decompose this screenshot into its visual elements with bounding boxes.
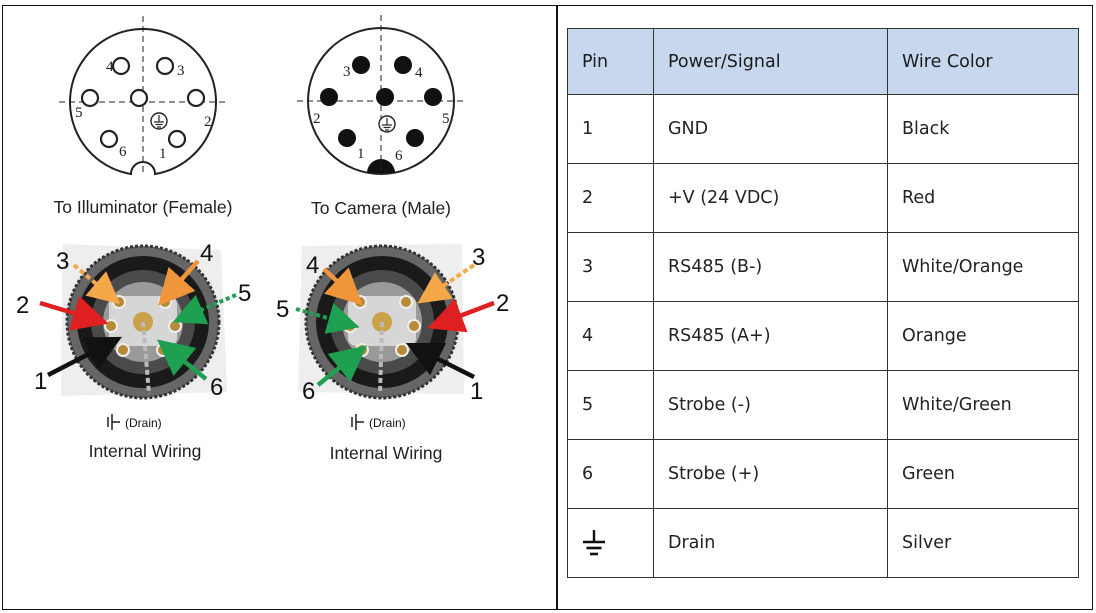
wire-color-cell: Black bbox=[887, 94, 1079, 164]
panel-divider bbox=[556, 5, 558, 610]
ground-icon bbox=[583, 530, 605, 556]
signal-cell: +V (24 VDC) bbox=[653, 163, 888, 233]
male-pin-5-label: 5 bbox=[442, 111, 450, 127]
table-row: 5 Strobe (-) White/Green bbox=[567, 370, 1079, 440]
illuminator-caption: To Illuminator (Female) bbox=[54, 197, 233, 217]
wiring-caption-left: Internal Wiring bbox=[89, 441, 202, 461]
wire-color-cell: Red bbox=[887, 163, 1079, 233]
right-wire-pin-5: 5 bbox=[276, 296, 289, 323]
ground-icon bbox=[150, 112, 168, 130]
right-wire-pin-1: 1 bbox=[470, 378, 483, 405]
wire-color-cell: Silver bbox=[887, 508, 1079, 578]
table-row: 3 RS485 (B-) White/Orange bbox=[567, 232, 1079, 302]
table-row: 2 +V (24 VDC) Red bbox=[567, 163, 1079, 233]
drain-label-right: (Drain) bbox=[369, 416, 406, 430]
table-row: 4 RS485 (A+) Orange bbox=[567, 301, 1079, 371]
table-row: Drain Silver bbox=[567, 508, 1079, 578]
wire-color-column-header: Wire Color bbox=[887, 28, 1079, 95]
female-pin-1-label: 1 bbox=[159, 146, 167, 162]
left-wire-pin-5: 5 bbox=[238, 280, 251, 307]
camera-internal-wiring bbox=[298, 244, 464, 400]
male-connector-face: 3 4 2 5 1 6 bbox=[297, 15, 465, 175]
pin-cell: 2 bbox=[567, 163, 654, 233]
wire-color-cell: White/Green bbox=[887, 370, 1079, 440]
wire-color-cell: White/Orange bbox=[887, 232, 1079, 302]
connector-diagram-svg: 4 3 5 2 6 1 To Illuminator (Female) bbox=[16, 15, 509, 463]
male-pin-6-label: 6 bbox=[395, 148, 403, 164]
wiring-caption-right: Internal Wiring bbox=[330, 443, 443, 463]
right-wire-pin-6: 6 bbox=[302, 378, 315, 405]
signal-column-header: Power/Signal bbox=[653, 28, 888, 95]
signal-cell: RS485 (A+) bbox=[653, 301, 888, 371]
drain-symbol-right bbox=[351, 414, 364, 430]
pin-cell: 5 bbox=[567, 370, 654, 440]
pin-cell: 4 bbox=[567, 301, 654, 371]
male-pin-1-label: 1 bbox=[357, 146, 365, 162]
pin-column-header: Pin bbox=[567, 28, 654, 95]
left-wire-pin-1: 1 bbox=[34, 368, 47, 395]
left-wire-pin-6: 6 bbox=[210, 374, 223, 401]
pinout-table: Pin Power/Signal Wire Color 1 GND Black … bbox=[567, 28, 1079, 578]
signal-cell: Strobe (-) bbox=[653, 370, 888, 440]
pin-cell: 6 bbox=[567, 439, 654, 509]
table-header-row: Pin Power/Signal Wire Color bbox=[567, 28, 1079, 95]
drain-symbol-left bbox=[107, 414, 120, 430]
left-wire-pin-4: 4 bbox=[200, 240, 213, 267]
right-wire-pin-2: 2 bbox=[496, 290, 509, 317]
signal-cell: Drain bbox=[653, 508, 888, 578]
wire-color-cell: Orange bbox=[887, 301, 1079, 371]
male-pin-2-label: 2 bbox=[313, 111, 321, 127]
table-row: 6 Strobe (+) Green bbox=[567, 439, 1079, 509]
drain-label-left: (Drain) bbox=[125, 416, 162, 430]
left-wire-pin-2: 2 bbox=[16, 292, 29, 319]
table-row: 1 GND Black bbox=[567, 94, 1079, 164]
female-pin-5-label: 5 bbox=[75, 105, 83, 121]
ground-icon bbox=[378, 115, 396, 133]
male-pin-4-label: 4 bbox=[415, 65, 423, 81]
right-wire-pin-4: 4 bbox=[306, 252, 319, 279]
outer-frame bbox=[2, 5, 1093, 610]
right-wire-pin-3: 3 bbox=[472, 244, 485, 271]
female-pin-6-label: 6 bbox=[119, 144, 127, 160]
camera-caption: To Camera (Male) bbox=[311, 198, 451, 218]
connector-diagrams: 4 3 5 2 6 1 To Illuminator (Female) bbox=[4, 7, 554, 607]
wire-color-cell: Green bbox=[887, 439, 1079, 509]
signal-cell: RS485 (B-) bbox=[653, 232, 888, 302]
signal-cell: Strobe (+) bbox=[653, 439, 888, 509]
female-pin-3-label: 3 bbox=[177, 63, 185, 79]
right-wire-arrows: 4 3 5 2 6 1 bbox=[276, 244, 509, 405]
female-pin-4-label: 4 bbox=[106, 59, 114, 75]
pin-cell: 3 bbox=[567, 232, 654, 302]
pin-cell bbox=[567, 508, 654, 578]
signal-cell: GND bbox=[653, 94, 888, 164]
female-pin-2-label: 2 bbox=[204, 114, 212, 130]
pin-cell: 1 bbox=[567, 94, 654, 164]
female-connector-face: 4 3 5 2 6 1 bbox=[59, 16, 227, 176]
left-wire-pin-3: 3 bbox=[56, 248, 69, 275]
left-wire-arrows: 3 4 5 2 1 6 bbox=[16, 240, 251, 401]
male-pin-3-label: 3 bbox=[343, 64, 351, 80]
